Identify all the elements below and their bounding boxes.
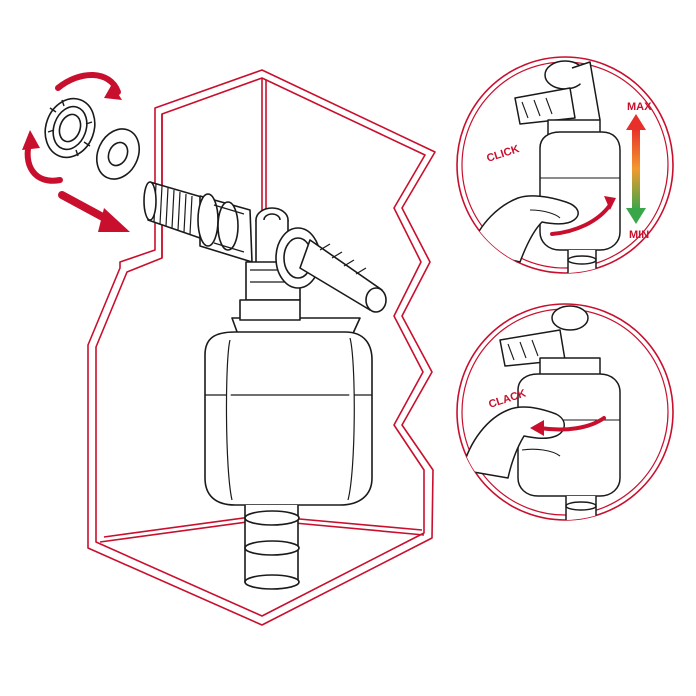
- min-label: MIN: [629, 229, 649, 241]
- detail-lock: CLACK: [456, 303, 674, 521]
- detail-height-adjust: CLICK MAX MIN: [456, 56, 674, 274]
- insert-arrow-icon: [58, 191, 130, 232]
- max-label: MAX: [627, 101, 652, 113]
- click-rotate-arrow-icon: [550, 203, 612, 236]
- max-min-arrow-icon: [626, 114, 646, 224]
- rotate-arrows-icon: [22, 72, 122, 184]
- washer: [96, 128, 140, 180]
- clack-rotate-arrow-icon: [538, 416, 606, 432]
- fill-valve: [143, 181, 387, 590]
- lock-nut: [44, 97, 96, 159]
